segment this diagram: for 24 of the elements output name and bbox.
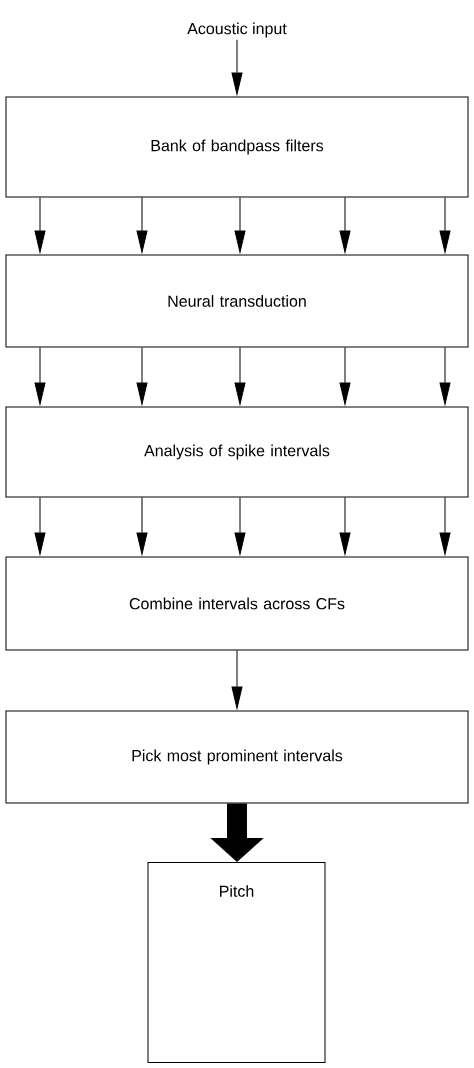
arrow	[339, 497, 351, 555]
process-box: Analysis of spike intervals	[5, 406, 469, 498]
process-box: Neural transduction	[5, 254, 469, 348]
arrow	[439, 347, 451, 405]
arrow	[34, 197, 46, 253]
arrow	[34, 347, 46, 405]
output-box: Pitch	[147, 862, 326, 1063]
process-box: Bank of bandpass filters	[5, 96, 469, 198]
arrow	[234, 497, 246, 555]
arrow	[439, 197, 451, 253]
process-box: Pick most prominent intervals	[5, 710, 469, 804]
arrow	[231, 650, 243, 709]
arrow	[234, 197, 246, 253]
arrow	[136, 197, 148, 253]
arrow	[339, 197, 351, 253]
process-box: Combine intervals across CFs	[5, 556, 469, 651]
arrow	[34, 497, 46, 555]
arrow	[136, 347, 148, 405]
arrow	[339, 347, 351, 405]
input-label: Acoustic input	[187, 22, 287, 38]
arrow	[439, 497, 451, 555]
arrow	[234, 347, 246, 405]
arrow	[231, 39, 243, 95]
arrow	[136, 497, 148, 555]
